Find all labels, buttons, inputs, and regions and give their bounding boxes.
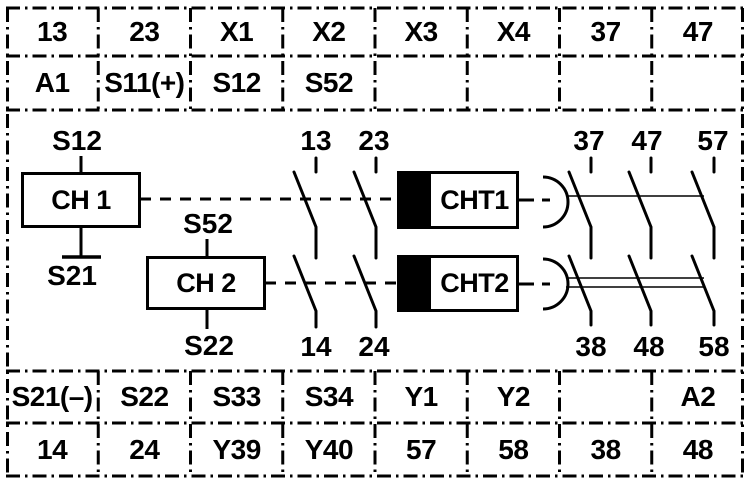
terminal-cell-s12: S12	[212, 67, 261, 98]
terminal-cell-x2: X2	[312, 16, 346, 47]
terminal-cell-s34: S34	[304, 381, 354, 412]
terminal-cell-empty-3	[560, 56, 652, 110]
label-contact-38: 38	[575, 331, 607, 362]
channel-actuation-lines	[140, 197, 397, 285]
contact-path-13-14	[292, 156, 318, 329]
bottom-terminal-table: S21(–) S22 S33 S34 Y1 Y2 A2 14 24 Y39 Y4…	[6, 371, 744, 476]
ch2-box	[146, 239, 266, 329]
terminal-cell-58: 58	[498, 433, 529, 465]
label-s12: S12	[52, 125, 102, 156]
terminal-cell-24: 24	[129, 433, 160, 465]
terminal-cell-48: 48	[682, 433, 714, 465]
terminal-cell-empty-5	[560, 371, 652, 423]
contact-path-23-24	[352, 156, 378, 329]
label-contact-48: 48	[633, 331, 665, 362]
label-contact-57: 57	[697, 125, 729, 156]
label-contact-24: 24	[358, 331, 390, 362]
label-s52: S52	[183, 208, 233, 239]
label-cht2: CHT2	[440, 268, 509, 298]
cht2-box	[397, 255, 704, 312]
terminal-cell-13: 13	[37, 16, 68, 47]
terminal-cell-s21minus: S21(–)	[11, 381, 94, 412]
label-s22: S22	[184, 330, 234, 361]
cht2-linkage-lines	[566, 277, 704, 288]
terminal-cell-s11plus: S11(+)	[104, 67, 185, 98]
label-contact-14: 14	[300, 331, 332, 362]
contact-path-37-38	[567, 156, 593, 327]
terminal-cell-y1: Y1	[404, 381, 439, 412]
terminal-cell-x3: X3	[404, 16, 439, 47]
terminal-cell-y40: Y40	[304, 433, 354, 465]
cht1-box	[397, 171, 704, 229]
table-borders	[6, 6, 744, 478]
label-contact-23: 23	[358, 125, 390, 156]
ch1-box	[21, 156, 141, 259]
label-cht1: CHT1	[440, 184, 509, 215]
terminal-cell-38: 38	[590, 433, 622, 465]
label-s21: S21	[47, 260, 97, 291]
terminal-cell-a1: A1	[34, 67, 70, 98]
terminal-cell-a2: A2	[680, 381, 716, 412]
terminal-cell-x4: X4	[496, 16, 531, 47]
terminal-cell-14: 14	[37, 433, 68, 465]
terminal-cell-37: 37	[590, 16, 622, 47]
terminal-cell-empty-2	[467, 56, 559, 110]
cht2-actuator-arc	[542, 257, 570, 311]
terminal-cell-empty-1	[375, 56, 467, 110]
label-contact-47: 47	[631, 125, 663, 156]
terminal-cell-y39: Y39	[212, 433, 261, 465]
terminal-cell-x1: X1	[220, 16, 254, 47]
contact-symbols	[292, 156, 716, 329]
terminal-cell-empty-4	[652, 56, 744, 110]
label-contact-37: 37	[573, 125, 605, 156]
label-channel-2: CH 2	[176, 267, 236, 298]
terminal-cell-57: 57	[406, 433, 437, 465]
contact-path-57-58	[690, 156, 716, 327]
terminal-cell-s22: S22	[120, 381, 169, 412]
label-channel-1: CH 1	[51, 184, 111, 215]
terminal-cell-23: 23	[129, 16, 160, 47]
top-terminal-table: 13 23 X1 X2 X3 X4 37 47 A1 S11(+) S12 S5…	[6, 8, 744, 110]
cht1-actuator-arc	[542, 175, 570, 229]
terminal-cell-y2: Y2	[496, 381, 531, 412]
contact-path-47-48	[627, 156, 653, 327]
terminal-cell-47: 47	[682, 16, 714, 47]
label-contact-58: 58	[698, 331, 730, 362]
label-contact-13: 13	[300, 125, 332, 156]
terminal-cell-s52: S52	[304, 67, 354, 98]
terminal-cell-s33: S33	[212, 381, 261, 412]
